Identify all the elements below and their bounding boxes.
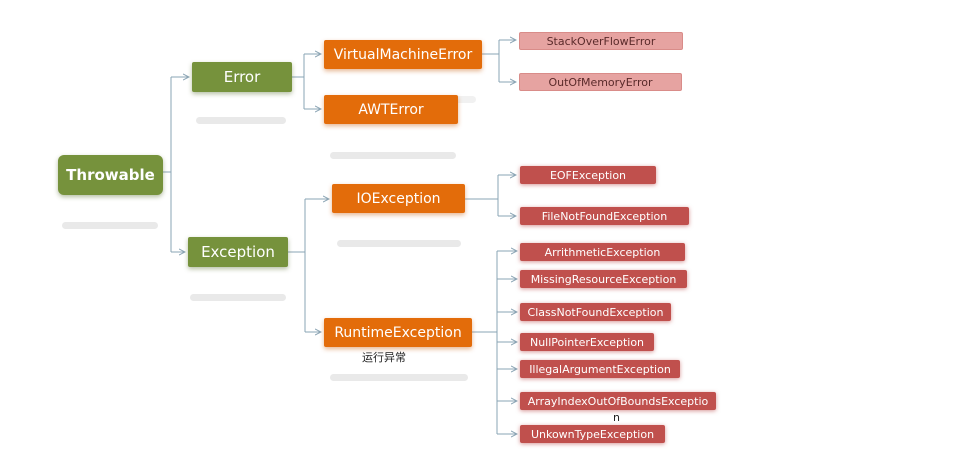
- node-label: ArrithmeticException: [544, 245, 661, 259]
- node-label: AWTError: [358, 101, 424, 118]
- node-exception: Exception: [188, 237, 288, 267]
- node-label: Exception: [201, 243, 275, 261]
- node-stackoverflowerror: StackOverFlowError: [519, 32, 683, 50]
- node-label: OutOfMemoryError: [548, 75, 653, 89]
- node-filenotfoundexception: FileNotFoundException: [520, 207, 689, 225]
- reflection: [337, 240, 461, 247]
- connector-throwable-trunk: [163, 77, 172, 252]
- node-label: RuntimeException: [334, 324, 462, 341]
- node-label: ArrayIndexOutOfBoundsExceptio: [527, 394, 709, 408]
- reflection: [190, 294, 286, 301]
- reflection: [330, 152, 456, 159]
- node-illegalargumentexception: IllegalArgumentException: [520, 360, 680, 378]
- node-outofmemoryerror: OutOfMemoryError: [519, 73, 682, 91]
- node-unkowntypeexception: UnkownTypeException: [520, 425, 665, 443]
- node-error: Error: [192, 62, 292, 92]
- node-label: IllegalArgumentException: [529, 362, 671, 376]
- connector-exception-trunk: [288, 199, 306, 332]
- node-nullpointerexception: NullPointerException: [520, 333, 654, 351]
- node-arrithmeticexception: ArrithmeticException: [520, 243, 685, 261]
- node-label: VirtualMachineError: [333, 46, 473, 63]
- node-label: MissingResourceException: [530, 272, 677, 286]
- node-runtimeexception: RuntimeException: [324, 318, 472, 347]
- connector-vme-trunk: [482, 40, 500, 82]
- node-missingresourceexception: MissingResourceException: [520, 270, 687, 288]
- connector-error-trunk: [292, 54, 305, 109]
- node-ioexception: IOException: [332, 184, 465, 213]
- node-virtualmachineerror: VirtualMachineError: [324, 40, 482, 69]
- node-awterror: AWTError: [324, 95, 458, 124]
- node-label: ClassNotFoundException: [527, 305, 664, 319]
- connector-io-trunk: [465, 175, 499, 216]
- arrayindex-wrap-tail: n: [613, 411, 620, 424]
- runtimeexception-caption: 运行异常: [362, 351, 406, 364]
- reflection: [330, 374, 468, 381]
- node-label: StackOverFlowError: [546, 34, 656, 48]
- node-eofexception: EOFException: [520, 166, 656, 184]
- node-classnotfoundexception: ClassNotFoundException: [520, 303, 671, 321]
- node-label: IOException: [356, 190, 441, 207]
- connector-runtime-trunk: [472, 251, 498, 434]
- reflection: [196, 117, 286, 124]
- node-label: UnkownTypeException: [530, 427, 655, 441]
- node-label: EOFException: [549, 168, 627, 182]
- node-label: NullPointerException: [529, 335, 645, 349]
- reflection: [62, 222, 158, 229]
- node-label: Throwable: [66, 166, 155, 184]
- node-arrayindexoutofboundsexception: ArrayIndexOutOfBoundsExceptio: [520, 392, 716, 410]
- node-throwable: Throwable: [58, 155, 163, 195]
- node-label: Error: [223, 68, 261, 86]
- node-label: FileNotFoundException: [541, 209, 668, 223]
